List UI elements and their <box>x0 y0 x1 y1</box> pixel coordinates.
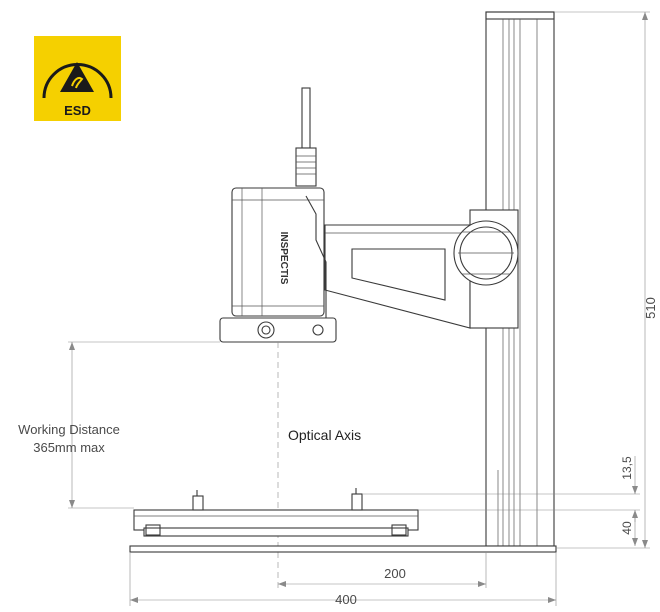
column-height-value: 510 <box>643 297 658 319</box>
arm-lock-knob <box>453 220 519 286</box>
pin-height-value: 13,5 <box>620 456 634 480</box>
axis-offset-value: 200 <box>384 566 406 581</box>
working-distance-label-line1: Working Distance <box>18 422 120 437</box>
stage-pin-left <box>192 490 204 511</box>
camera-head: INSPECTIS <box>231 187 327 324</box>
optical-axis-label: Optical Axis <box>288 427 361 443</box>
axis-offset-dimension <box>278 552 487 588</box>
base-height-value: 40 <box>620 521 634 535</box>
base-height-dimension <box>632 512 638 546</box>
camera-base <box>219 317 337 343</box>
camera-brand-text: INSPECTIS <box>278 232 289 285</box>
camera-cable <box>295 87 317 187</box>
stage-plate <box>133 509 419 537</box>
stage-pin-right <box>351 488 363 511</box>
working-distance-dimension <box>68 341 220 509</box>
base-plate <box>129 545 557 553</box>
column-height-dimension <box>554 11 650 549</box>
esd-warning-icon <box>42 62 113 99</box>
base-width-dimension <box>129 552 557 606</box>
base-width-value: 400 <box>335 592 357 607</box>
working-distance-label-line2: 365mm max <box>33 440 105 455</box>
esd-badge: ESD <box>34 36 121 121</box>
esd-label: ESD <box>64 103 91 118</box>
